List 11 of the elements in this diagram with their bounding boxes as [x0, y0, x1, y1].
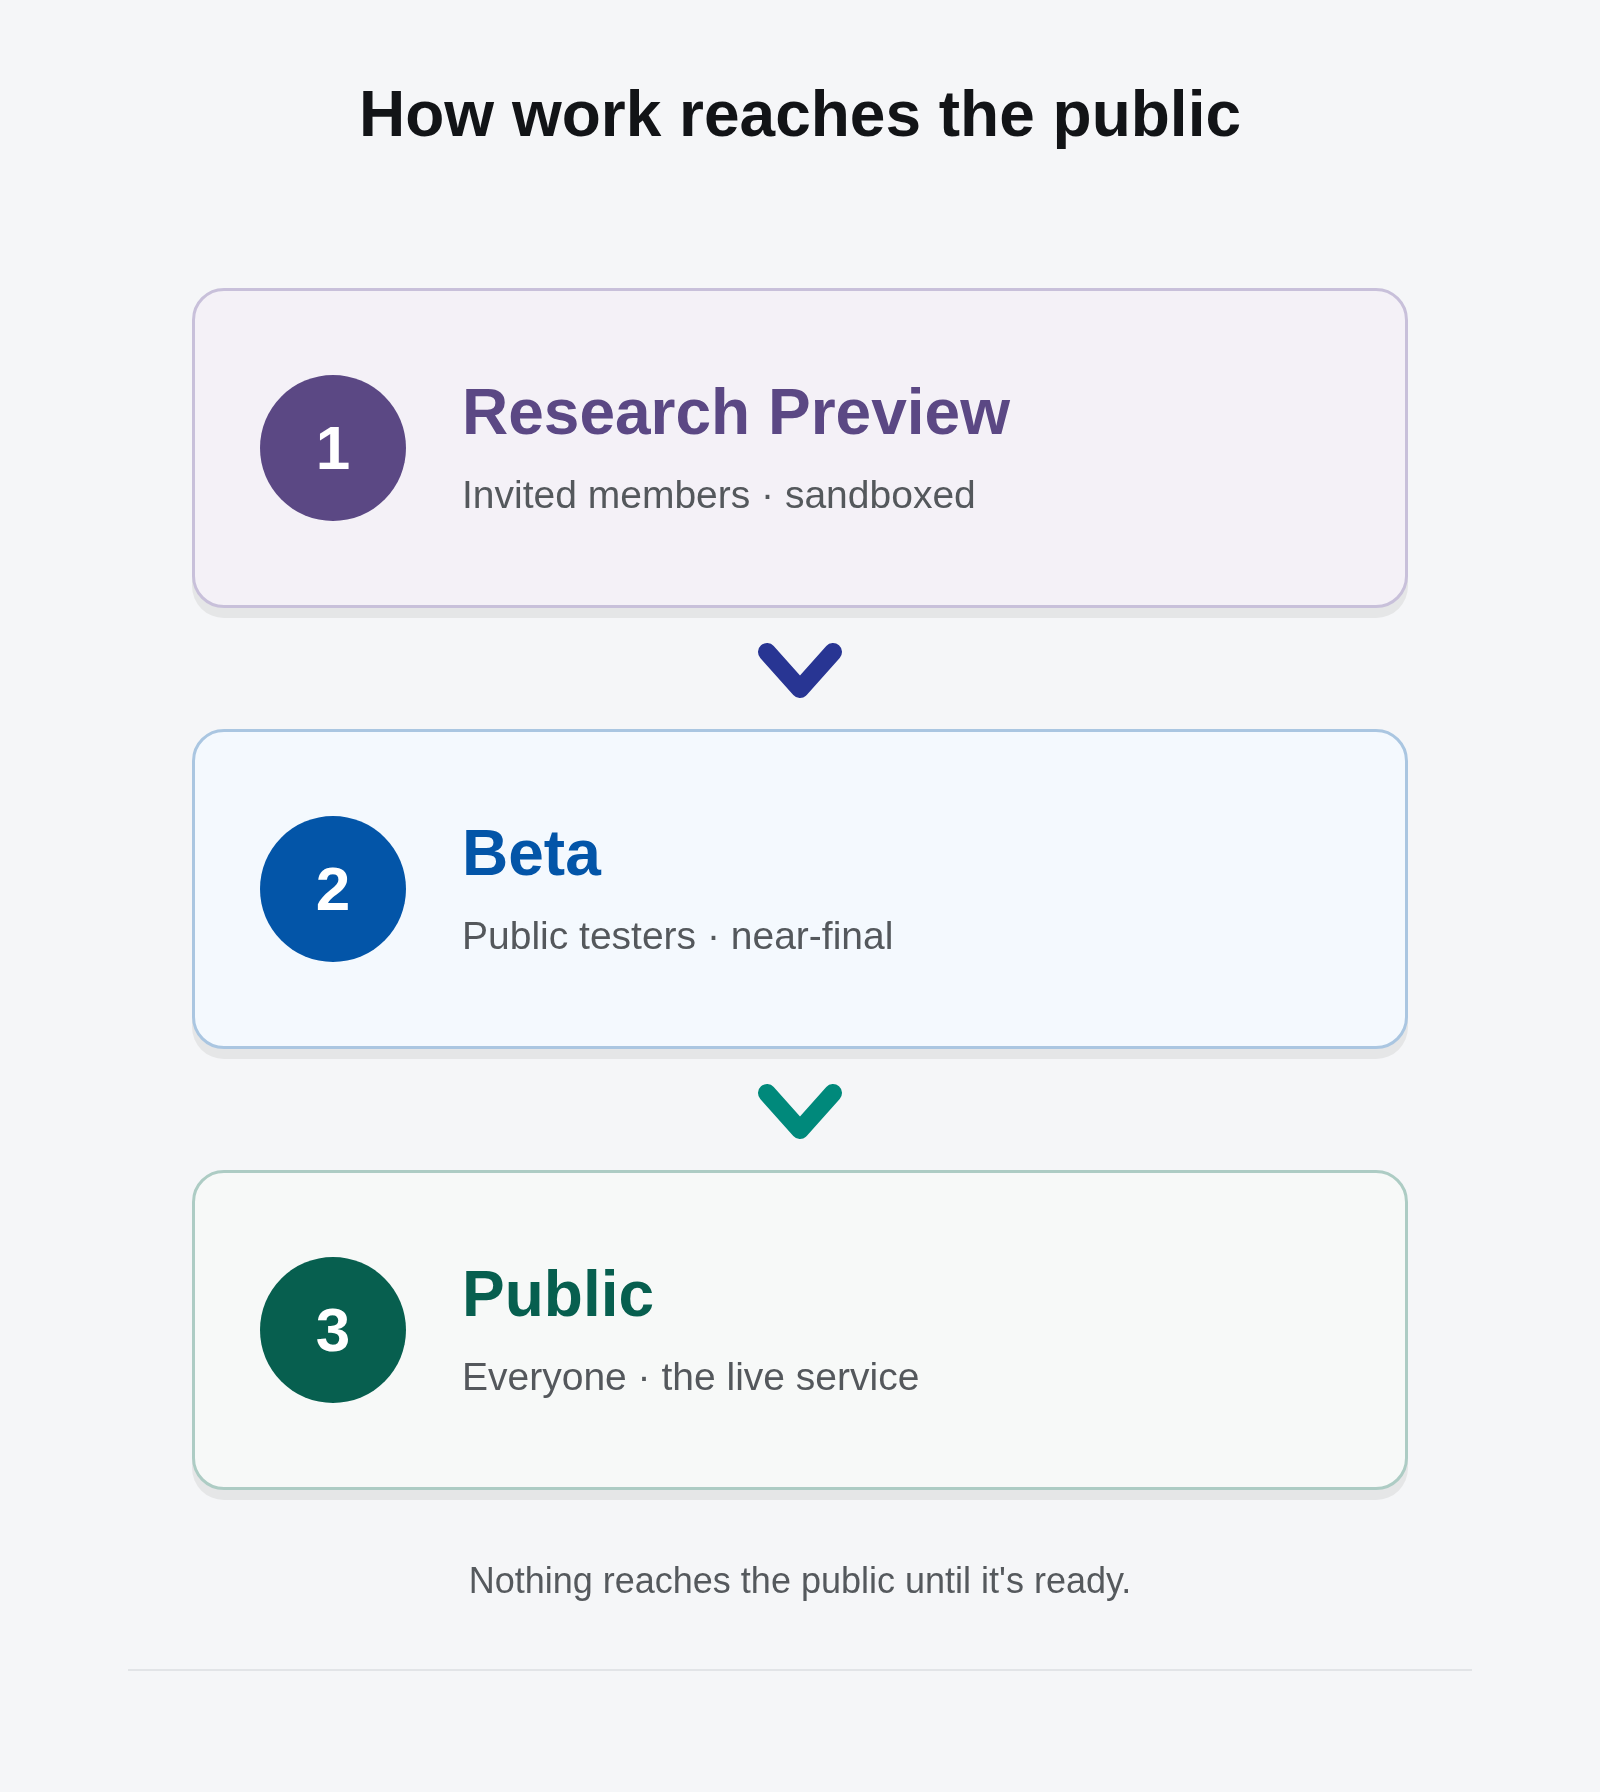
- step-number-badge: 1: [260, 375, 406, 521]
- stage-description: Invited members · sandboxed: [462, 472, 976, 518]
- stage-title: Research Preview: [462, 375, 1010, 450]
- caption: Nothing reaches the public until it's ready.: [467, 1559, 1133, 1603]
- stage-title: Beta: [462, 816, 601, 891]
- stage-title: Public: [462, 1257, 655, 1332]
- diagram-title: How work reaches the public: [358, 77, 1242, 152]
- step-number-badge: 3: [260, 1257, 406, 1403]
- step-number-badge: 2: [260, 816, 406, 962]
- stage-description: Public testers · near-final: [462, 913, 894, 959]
- stage-description: Everyone · the live service: [462, 1354, 920, 1400]
